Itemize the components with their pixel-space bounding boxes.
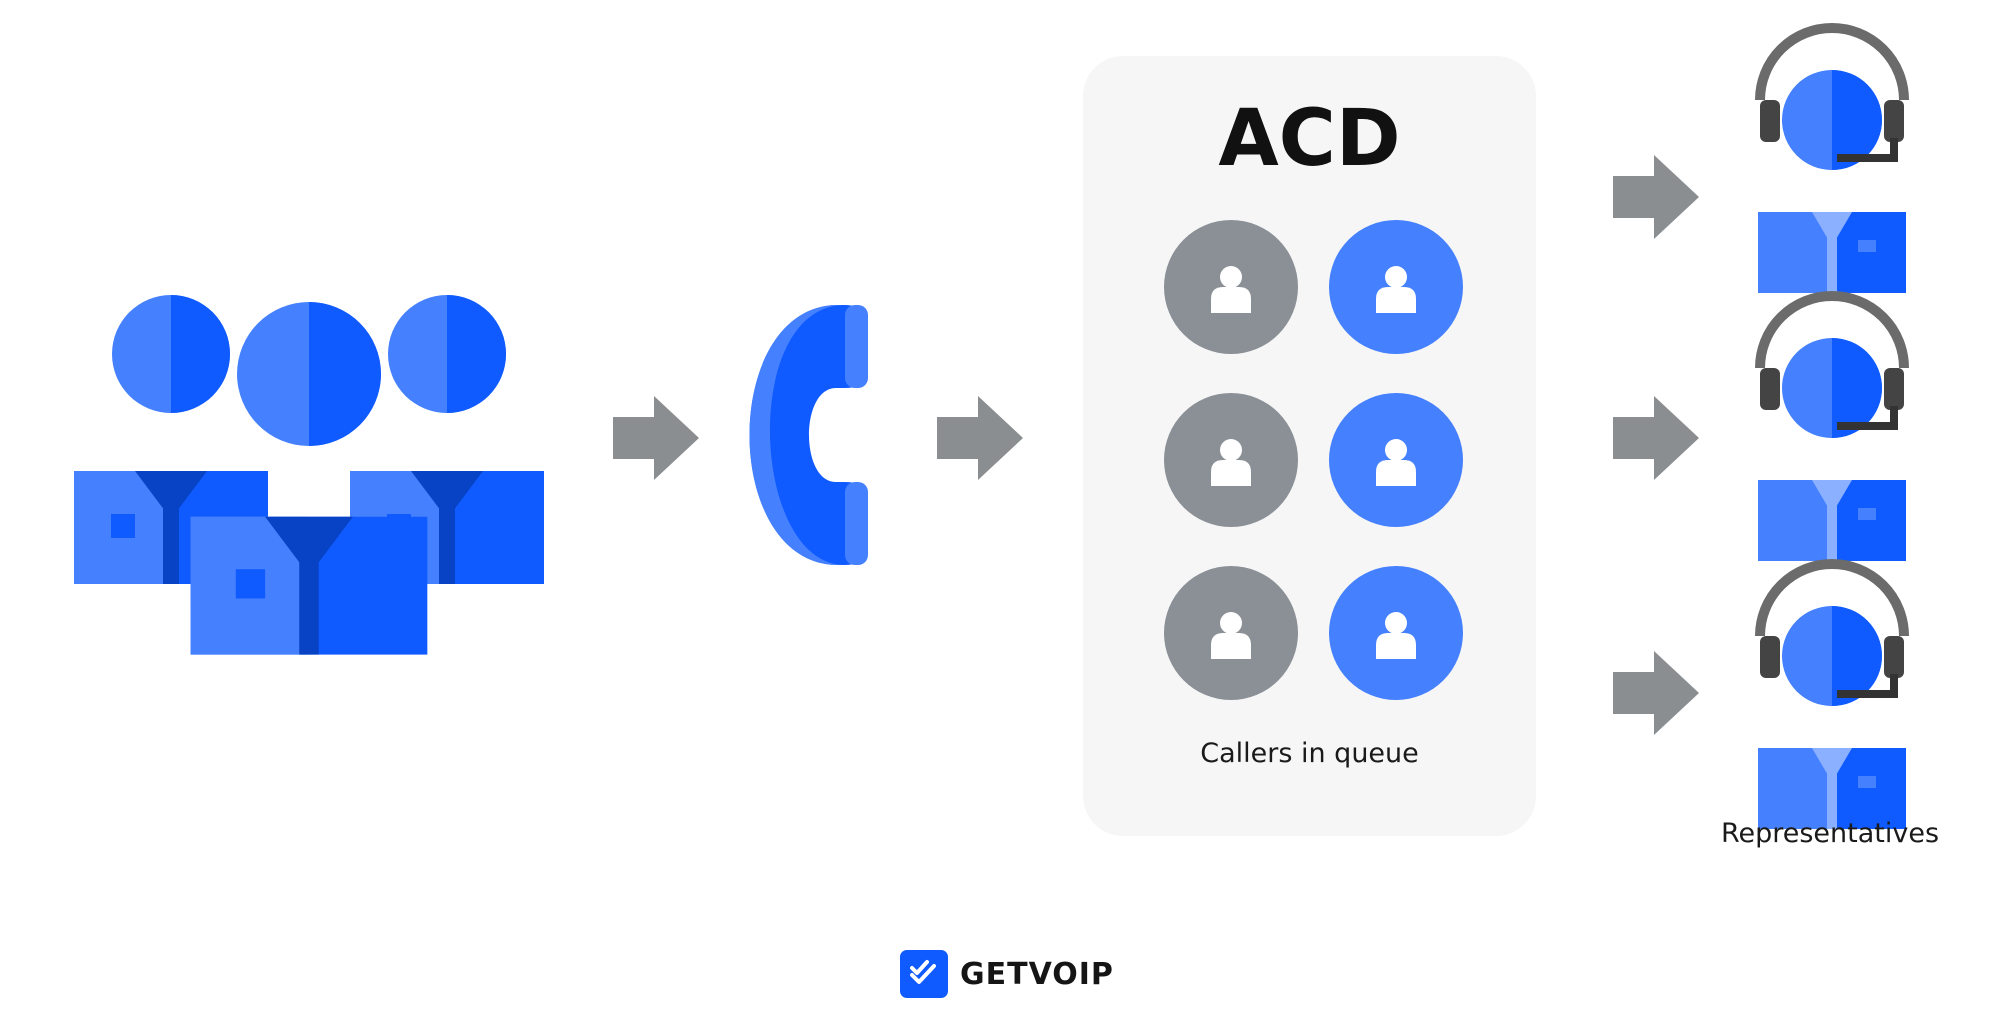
brand-name: GETVOIP [960, 956, 1114, 992]
caller-avatar [1329, 566, 1463, 700]
arrow-icon [1613, 651, 1699, 735]
caller-avatar [1164, 393, 1298, 527]
representatives-label: Representatives [1720, 818, 1940, 849]
representative-icon [1758, 28, 1906, 293]
arrow-icon [1613, 396, 1699, 480]
acd-title: ACD [1218, 94, 1401, 184]
caller-avatar [1164, 220, 1298, 354]
caller-queue [1164, 220, 1463, 700]
phone-icon [749, 305, 868, 565]
representative-icon [1758, 296, 1906, 561]
caller-avatar [1329, 220, 1463, 354]
arrow-icon [613, 396, 699, 480]
representative-icon [1758, 564, 1906, 829]
caller-avatar [1164, 566, 1298, 700]
double-check-icon [900, 950, 948, 998]
customers-group-icon [74, 295, 544, 655]
brand-logo: GETVOIP [900, 950, 1114, 998]
arrow-icon [937, 396, 1023, 480]
caller-avatar [1329, 393, 1463, 527]
arrow-icon [1613, 155, 1699, 239]
queue-label: Callers in queue [1200, 738, 1419, 769]
